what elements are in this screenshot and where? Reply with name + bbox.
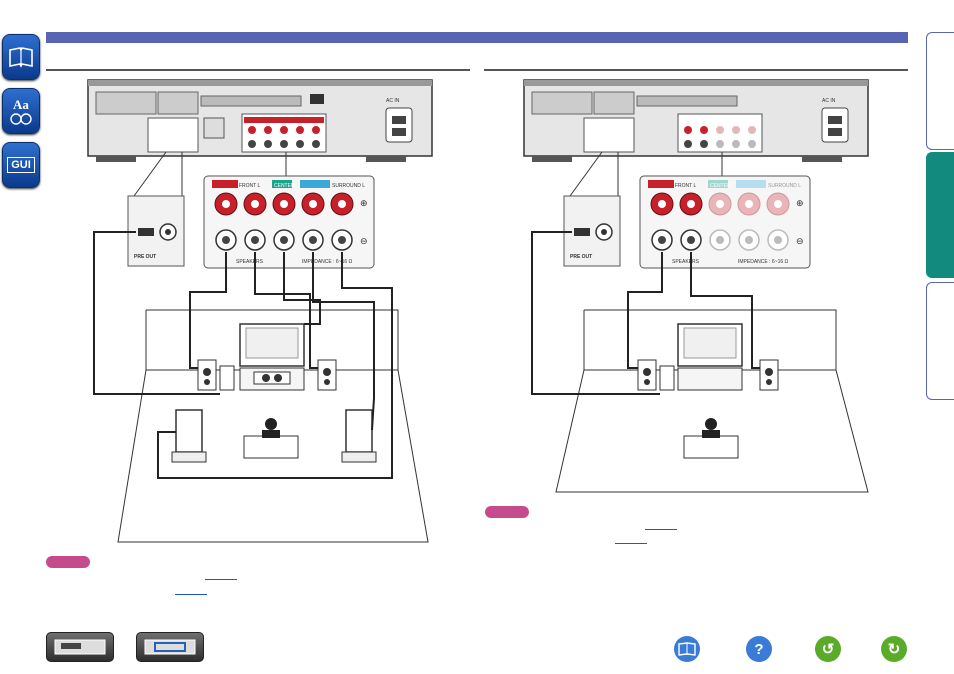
left-section-rule bbox=[46, 69, 470, 71]
right-link-1[interactable] bbox=[645, 528, 677, 530]
right-note-badge bbox=[485, 506, 529, 518]
display-button[interactable] bbox=[136, 632, 204, 662]
left-link-2[interactable] bbox=[175, 593, 207, 595]
listener-sofa-icon-right bbox=[683, 435, 739, 459]
book-icon bbox=[678, 642, 696, 656]
index-button[interactable]: Aa bbox=[2, 88, 40, 134]
pre-out-label-right: PRE OUT bbox=[570, 254, 592, 260]
listener-icon-right bbox=[705, 418, 717, 430]
minus-label: ⊖ bbox=[360, 237, 368, 247]
receiver-rear-panel: AC IN bbox=[87, 79, 433, 162]
listener-sofa-icon bbox=[243, 435, 299, 459]
left-link-1[interactable] bbox=[205, 578, 237, 580]
surround-l-speaker-icon bbox=[175, 409, 203, 453]
tab-lower[interactable] bbox=[926, 282, 954, 400]
appendix-button[interactable] bbox=[674, 636, 700, 662]
forward-icon: ↻ bbox=[887, 641, 901, 658]
forward-button[interactable]: ↻ bbox=[881, 636, 907, 662]
left-speaker-diagram: AC IN PRE OUT FRONT L CENTER SURROUND L … bbox=[87, 79, 433, 543]
front-l-label: FRONT L bbox=[239, 183, 261, 189]
display-icon bbox=[144, 639, 196, 655]
speakers-label: SPEAKERS bbox=[236, 259, 264, 265]
left-note-badge bbox=[46, 556, 90, 568]
gui-button[interactable]: GUI bbox=[2, 142, 40, 188]
subwoofer-icon-right bbox=[659, 365, 675, 391]
center-speaker-icon bbox=[253, 371, 291, 385]
speaker-cables-right bbox=[531, 231, 760, 395]
help-button[interactable]: ? bbox=[746, 636, 772, 662]
index-label: Aa bbox=[13, 97, 29, 112]
back-button[interactable]: ↺ bbox=[815, 636, 841, 662]
impedance-label-right: IMPEDANCE : 6~16 Ω bbox=[738, 259, 789, 265]
surround-l-label-right: SURROUND L bbox=[768, 183, 801, 189]
impedance-label: IMPEDANCE : 6~16 Ω bbox=[302, 259, 353, 265]
tab-active[interactable] bbox=[926, 152, 954, 278]
pre-out-label: PRE OUT bbox=[134, 254, 156, 260]
listener-icon bbox=[265, 418, 277, 430]
surround-r-speaker-icon bbox=[345, 409, 373, 453]
speaker-cables bbox=[93, 231, 393, 479]
pre-out-zoom: PRE OUT bbox=[127, 195, 185, 267]
speaker-faces-icon bbox=[10, 113, 32, 125]
section-banner bbox=[46, 32, 908, 43]
speakers-label-right: SPEAKERS bbox=[672, 259, 700, 265]
ac-in-label-right: AC IN bbox=[822, 98, 836, 104]
center-label: CENTER bbox=[274, 183, 295, 189]
help-icon: ? bbox=[754, 640, 764, 658]
front-l-label-right: FRONT L bbox=[675, 183, 697, 189]
speaker-terminal-zoom: FRONT L CENTER SURROUND L ⊕ ⊖ SPEAKERS I… bbox=[203, 175, 375, 269]
subwoofer-icon bbox=[219, 365, 235, 391]
ac-in-label: AC IN bbox=[386, 98, 400, 104]
minus-label-right: ⊖ bbox=[796, 237, 804, 247]
gui-label: GUI bbox=[7, 157, 35, 173]
speaker-terminal-zoom-right: FRONT L CENTER SURROUND L ⊕ ⊖ SPEAKERS I… bbox=[639, 175, 811, 269]
right-section-rule bbox=[484, 69, 908, 71]
pre-out-zoom-right: PRE OUT bbox=[563, 195, 621, 267]
book-icon bbox=[9, 47, 33, 68]
back-icon: ↺ bbox=[821, 641, 835, 658]
front-panel-icon bbox=[54, 639, 106, 655]
right-speaker-diagram: AC IN PRE OUT FRONT L CENTER SURROUND L … bbox=[523, 79, 869, 493]
plus-label: ⊕ bbox=[360, 199, 368, 209]
front-panel-button[interactable] bbox=[46, 632, 114, 662]
center-label-right: CENTER bbox=[710, 183, 731, 189]
right-link-2[interactable] bbox=[615, 542, 647, 544]
contents-button[interactable] bbox=[2, 34, 40, 80]
plus-label-right: ⊕ bbox=[796, 199, 804, 209]
tab-upper[interactable] bbox=[926, 32, 954, 150]
surround-l-label: SURROUND L bbox=[332, 183, 365, 189]
receiver-rear-panel-right: AC IN bbox=[523, 79, 869, 162]
